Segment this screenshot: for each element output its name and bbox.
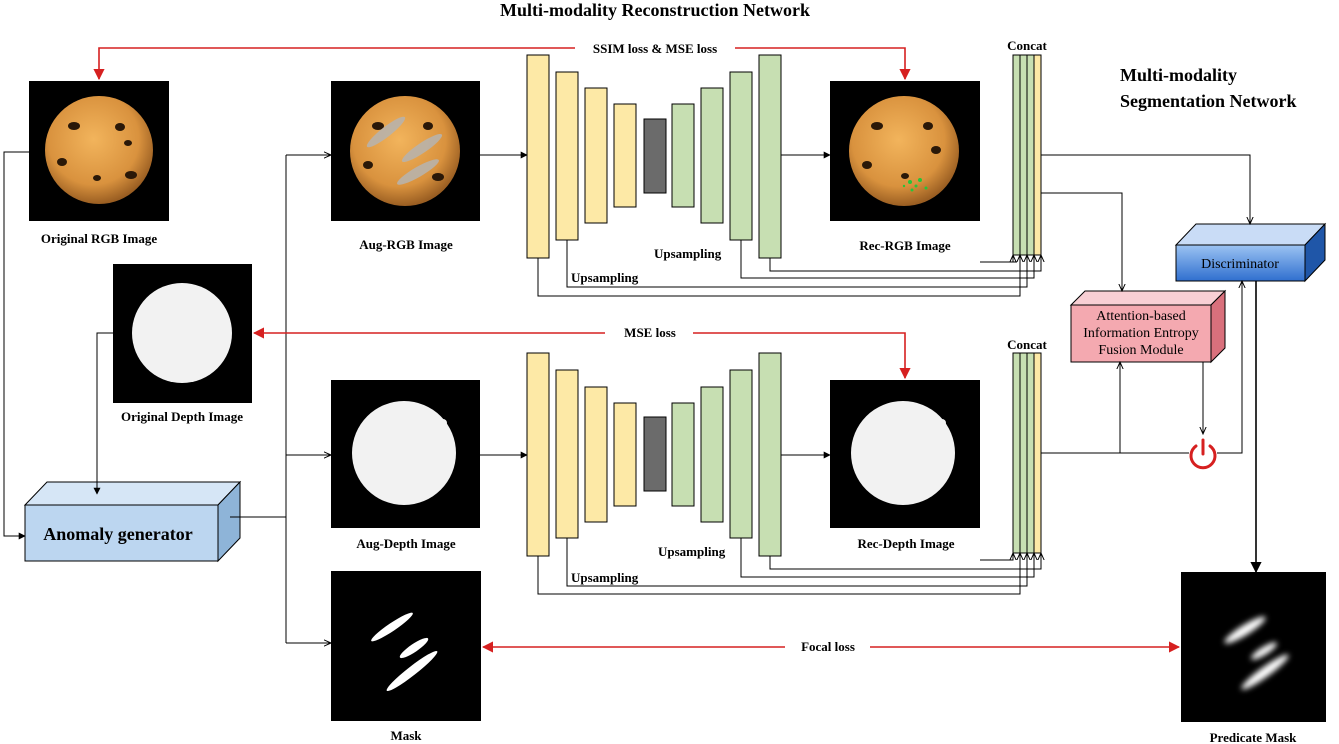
rgb-upsampling-label-1: Upsampling <box>654 246 722 261</box>
rgb-bottleneck-block <box>643 118 667 194</box>
fusion-module-line3: Fusion Module <box>1098 343 1183 358</box>
depth-upsampling-label-1: Upsampling <box>658 544 726 559</box>
depth-decoder-block-2 <box>700 386 724 523</box>
original-depth-image <box>113 264 252 403</box>
segmentation-title-line2: Segmentation Network <box>1120 91 1296 111</box>
original-rgb-label: Original RGB Image <box>41 231 158 246</box>
reconstruction-title: Multi-modality Reconstruction Network <box>500 0 810 20</box>
predicate-mask-image <box>1181 572 1326 722</box>
power-icon <box>1189 438 1217 470</box>
aug-depth-image <box>331 380 480 528</box>
ssim-mse-loss-label: SSIM loss & MSE loss <box>593 41 717 56</box>
rec-depth-label: Rec-Depth Image <box>857 536 954 551</box>
segmentation-title-line1: Multi-modality <box>1120 65 1237 85</box>
rgb-encoder-block-1 <box>526 54 550 259</box>
depth-encoder-block-3 <box>584 386 608 523</box>
rgb-encoder-block-2 <box>555 71 579 241</box>
depth-bottleneck-block <box>643 416 667 492</box>
rgb-unet <box>526 54 782 259</box>
connector-lines <box>3 152 1262 643</box>
rgb-concat-stack <box>1012 54 1042 256</box>
depth-concat-label: Concat <box>1007 337 1047 352</box>
predicate-mask-label: Predicate Mask <box>1210 730 1298 744</box>
rgb-encoder-block-3 <box>584 87 608 224</box>
depth-encoder-block-4 <box>613 402 637 507</box>
depth-decoder-block-1 <box>671 402 695 507</box>
depth-concat-stack <box>1012 352 1042 554</box>
discriminator-label: Discriminator <box>1201 257 1279 272</box>
rgb-decoder-block-3 <box>729 71 753 241</box>
rgb-decoder-block-1 <box>671 103 695 208</box>
rec-rgb-image <box>830 81 980 221</box>
aug-rgb-label: Aug-RGB Image <box>359 237 453 252</box>
rgb-decoder-block-2 <box>700 87 724 224</box>
depth-unet <box>526 352 782 557</box>
discriminator-box <box>1174 222 1327 283</box>
fusion-module-box <box>1069 289 1227 364</box>
rgb-concat-label: Concat <box>1007 38 1047 53</box>
depth-decoder-block-4 <box>758 352 782 557</box>
anomaly-generator-label: Anomaly generator <box>43 524 192 544</box>
anomaly-generator-box <box>23 480 242 563</box>
aug-depth-label: Aug-Depth Image <box>356 536 456 551</box>
rgb-decoder-block-4 <box>758 54 782 259</box>
depth-encoder-block-1 <box>526 352 550 557</box>
depth-encoder-block-2 <box>555 369 579 539</box>
rgb-upsampling-label-2: Upsampling <box>571 270 639 285</box>
rec-depth-image <box>830 380 980 528</box>
focal-loss-label: Focal loss <box>801 639 855 654</box>
depth-upsampling-label-2: Upsampling <box>571 570 639 585</box>
fusion-module-line1: Attention-based <box>1096 309 1185 324</box>
mask-image <box>331 571 481 721</box>
mse-loss-label: MSE loss <box>624 325 676 340</box>
depth-decoder-block-3 <box>729 369 753 539</box>
original-depth-label: Original Depth Image <box>121 409 243 424</box>
rec-rgb-label: Rec-RGB Image <box>859 238 951 253</box>
rgb-encoder-block-4 <box>613 103 637 208</box>
mask-label: Mask <box>390 728 422 743</box>
fusion-module-line2: Information Entropy <box>1083 326 1198 341</box>
aug-rgb-image <box>331 81 480 221</box>
loss-arrows <box>93 47 1181 653</box>
original-rgb-image <box>29 81 169 221</box>
